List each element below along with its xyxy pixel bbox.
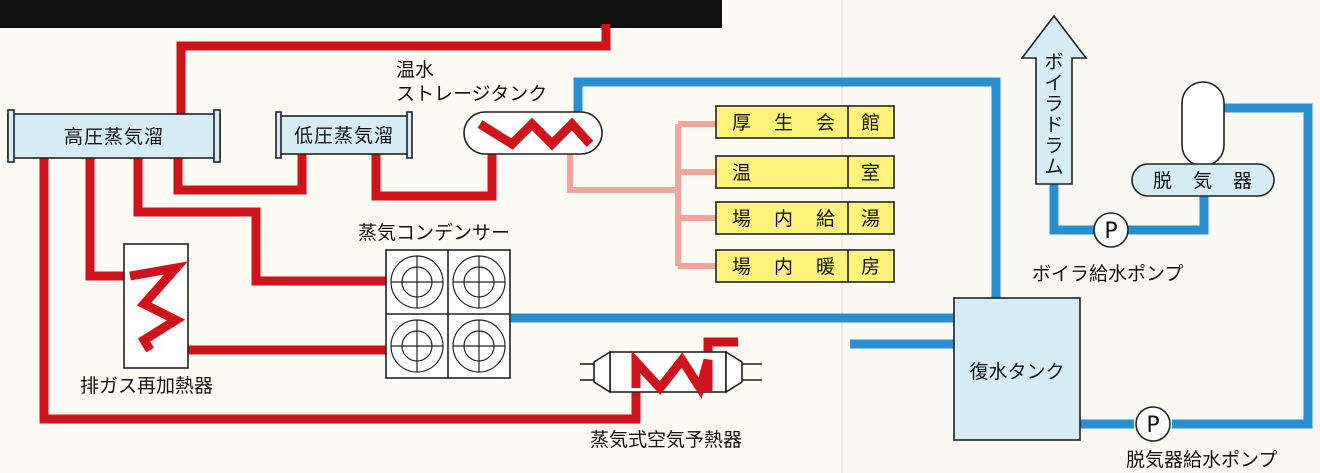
condenser-label: 蒸気コンデンサー bbox=[358, 222, 510, 244]
deaerator-vessel bbox=[1181, 81, 1225, 167]
lp-header-label: 低圧蒸気溜 bbox=[294, 125, 394, 147]
page-right-background bbox=[842, 0, 1320, 473]
svg-text:内: 内 bbox=[774, 208, 794, 230]
svg-text:給: 給 bbox=[816, 208, 836, 230]
consumer-welfare-hall: 厚 生 会 館 bbox=[715, 105, 895, 139]
deaerator-to-boiler-pump-pipe bbox=[1128, 196, 1209, 235]
deaerator: 脱 気 器 bbox=[1131, 81, 1275, 197]
condensate-tank-label: 復水タンク bbox=[969, 361, 1064, 383]
tank-to-condensate-pipe bbox=[573, 77, 1001, 298]
svg-text:館: 館 bbox=[861, 112, 881, 134]
deaerator-label: 脱 気 器 bbox=[1153, 170, 1253, 192]
air-preheater-label: 蒸気式空気予熱器 bbox=[590, 429, 742, 451]
consumer-space-heating: 場 内 暖 房 bbox=[715, 249, 895, 283]
steam-supply-pipe bbox=[176, 24, 611, 118]
svg-text:湯: 湯 bbox=[861, 208, 881, 230]
hot-water-pipes bbox=[567, 121, 716, 269]
svg-text:ボイラドラム: ボイラドラム bbox=[1044, 51, 1063, 178]
hot-water-storage-tank: 温水 ストレージタンク bbox=[396, 59, 603, 155]
boiler-pump-label: ボイラ給水ポンプ bbox=[1032, 263, 1183, 285]
svg-text:室: 室 bbox=[861, 162, 881, 184]
pump-symbol: P bbox=[1104, 219, 1117, 244]
svg-text:場: 場 bbox=[732, 208, 752, 230]
boiler-feed-pump: P ボイラ給水ポンプ bbox=[1032, 212, 1183, 285]
hp-to-preheater-pipe bbox=[39, 156, 641, 424]
hw-tank-label-line1: 温水 bbox=[396, 59, 434, 81]
condensate-tank: 復水タンク bbox=[953, 297, 1081, 441]
reheater-label: 排ガス再加熱器 bbox=[80, 375, 213, 397]
deaerator-pump-label: 脱気器給水ポンプ bbox=[1126, 449, 1277, 471]
svg-text:生: 生 bbox=[774, 112, 794, 134]
preheater-coil bbox=[631, 350, 713, 399]
hp-steam-header: 高圧蒸気溜 bbox=[7, 109, 221, 163]
water-pipes bbox=[510, 77, 1313, 429]
hot-water-branches bbox=[678, 121, 716, 269]
hp-to-reheater-pipe bbox=[85, 156, 130, 281]
steam-air-preheater: 蒸気式空気予熱器 bbox=[580, 350, 762, 451]
svg-text:温: 温 bbox=[732, 162, 752, 184]
lp-to-tank-pipe bbox=[371, 150, 497, 201]
boiler-pump-to-drum-pipe bbox=[1049, 184, 1094, 235]
svg-text:場: 場 bbox=[732, 256, 752, 278]
hw-tank-label-line2: ストレージタンク bbox=[396, 83, 547, 105]
svg-text:内: 内 bbox=[774, 256, 794, 278]
consumer-greenhouse: 温 室 bbox=[715, 155, 895, 189]
tank-heating-coil bbox=[477, 117, 594, 151]
hp-to-condenser-pipe bbox=[133, 156, 388, 286]
svg-text:会: 会 bbox=[816, 112, 836, 134]
deaerator-feed-pump: P 脱気器給水ポンプ bbox=[1126, 406, 1277, 471]
pump-to-deaerator-pipe bbox=[1172, 103, 1313, 429]
svg-text:暖: 暖 bbox=[816, 256, 836, 278]
steam-pipes bbox=[39, 24, 738, 424]
boiler-drum-label: ボイラドラム bbox=[1044, 51, 1063, 178]
consumer-hot-water-supply: 場 内 給 湯 bbox=[715, 201, 895, 235]
boiler-drum-arrow: ボイラドラム bbox=[1020, 14, 1088, 185]
svg-text:厚: 厚 bbox=[732, 112, 752, 134]
pump-symbol: P bbox=[1146, 413, 1159, 438]
hot-water-supply-pipe bbox=[567, 150, 678, 193]
hp-to-lp-pipe bbox=[173, 154, 307, 195]
lp-steam-header: 低圧蒸気溜 bbox=[275, 111, 413, 159]
reheater-coil bbox=[129, 261, 188, 353]
hp-header-label: 高圧蒸気溜 bbox=[64, 126, 164, 148]
svg-text:房: 房 bbox=[861, 256, 881, 278]
steam-condenser: 蒸気コンデンサー bbox=[358, 222, 511, 379]
top-bar bbox=[0, 0, 722, 28]
exhaust-gas-reheater: 排ガス再加熱器 bbox=[80, 243, 213, 397]
consumer-list: 厚 生 会 館 温 室 場 内 給 湯 場 内 暖 房 bbox=[715, 105, 895, 283]
